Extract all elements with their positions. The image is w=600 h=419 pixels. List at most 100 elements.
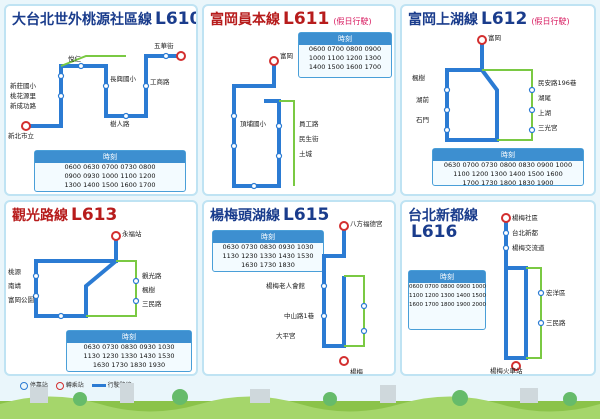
timetable-row: 0630 0730 0830 0930 1030 xyxy=(83,343,175,351)
timetable-l613: 時刻 0630 0730 0830 0930 1030 1130 1230 13… xyxy=(66,330,192,372)
route-name-l613: 觀光路線 xyxy=(12,208,68,224)
station-label: 五華街 xyxy=(154,41,174,50)
station-label: 湖尾 xyxy=(538,93,552,102)
timetable-row: 0900 0930 1000 1100 1200 xyxy=(64,172,156,180)
timetable-l610: 時刻 0600 0630 0700 0730 0800 0900 0930 10… xyxy=(34,150,186,192)
station-label: 三民路 xyxy=(546,318,566,327)
route-map-l612: 富岡 楓樹 湖前 石門 民安路196巷 湖尾 上湖 三光宮 xyxy=(412,33,577,142)
timetable-row: 1600 1700 1800 1900 2000 xyxy=(409,302,486,308)
legend-route-label: 行駛路線 xyxy=(107,382,132,389)
route-name-l616: 台北新都線 xyxy=(408,208,478,224)
route-name-l611: 富岡員本線 xyxy=(210,12,280,28)
timetable-header: 時刻 xyxy=(433,149,583,161)
timetable-header: 時刻 xyxy=(67,331,191,343)
station-label: 員工路 xyxy=(299,119,319,128)
station-label: 楓樹 xyxy=(142,285,156,294)
station-label: 大平宮 xyxy=(276,331,296,340)
route-name-l615: 楊梅頭湖線 xyxy=(210,208,280,224)
legend: 停靠站 轉乘站 行駛路線 xyxy=(20,380,132,390)
route-code-l615: L615 xyxy=(283,205,330,225)
station-label: 南靖 xyxy=(8,281,22,290)
timetable-row: 1300 1400 1500 1600 1700 xyxy=(64,181,156,189)
station-label: 湖前 xyxy=(416,95,430,104)
timetable-l615: 時刻 0630 0730 0830 0930 1030 1130 1230 13… xyxy=(212,230,324,272)
timetable-row: 1630 1730 1830 xyxy=(241,261,295,269)
station-label: 楊梅 xyxy=(350,367,364,376)
timetable-header: 時刻 xyxy=(35,151,185,163)
station-label: 工商路 xyxy=(150,77,170,86)
route-code-l611: L611 xyxy=(283,9,330,29)
route-name-l612: 富岡上湖線 xyxy=(408,12,478,28)
station-label: 新莊國小 xyxy=(10,81,37,90)
station-label: 富岡公園 xyxy=(8,295,34,304)
timetable-header: 時刻 xyxy=(213,231,323,243)
route-code-l612: L612 xyxy=(481,9,528,29)
route-name-l610: 大台北世外桃源社區線 xyxy=(12,12,152,28)
route-code-l610: L610 xyxy=(155,9,198,29)
legend-transfer-label: 轉乘站 xyxy=(65,382,84,389)
timetable-row: 1000 1100 1200 1300 xyxy=(308,54,382,62)
timetable-l612: 時刻 0630 0700 0730 0800 0830 0900 1000 11… xyxy=(432,148,584,187)
route-code-wrapper-l616: L616 xyxy=(408,222,457,242)
timetable-row: 0600 0700 0800 0900 xyxy=(308,45,382,53)
station-label: 新成功路 xyxy=(10,101,37,110)
timetable-row: 1130 1230 1330 1430 1530 xyxy=(83,352,175,360)
route-map-l615: 八方福德宮 楊梅老人會館 中山路1巷 大平宮 楊梅 xyxy=(266,219,383,376)
station-label: 楓樹 xyxy=(412,73,426,82)
ground-decoration xyxy=(0,383,600,419)
legend-stop-label: 停靠站 xyxy=(29,382,48,389)
station-label: 八方福德宮 xyxy=(350,219,383,228)
station-label: 桃花源里 xyxy=(10,91,37,100)
timetable-row: 0600 0700 0800 0900 1000 xyxy=(409,284,486,290)
legend-stop-icon xyxy=(20,381,28,390)
timetable-row: 1700 1730 1800 1830 1900 xyxy=(462,179,554,187)
route-map-l611: 富岡 頂埔國小 員工路 民生街 土城 xyxy=(230,51,319,190)
station-label: 民安路196巷 xyxy=(538,78,577,87)
legend-transfer-icon xyxy=(55,381,64,390)
station-label: 中山路1巷 xyxy=(284,311,315,320)
station-label: 樹人路 xyxy=(110,119,130,128)
timetable-row: 1400 1500 1600 1700 xyxy=(308,63,382,71)
station-label: 台北新都 xyxy=(512,228,539,237)
timetable-row: 1630 1730 1830 1930 xyxy=(92,361,166,369)
timetable-header: 時刻 xyxy=(299,33,391,45)
station-label: 悅仁 xyxy=(68,54,82,63)
station-label: 富岡 xyxy=(280,51,293,60)
station-label: 宏洋區 xyxy=(546,288,566,297)
legend-route-icon xyxy=(91,384,106,387)
route-sub-l611: (假日行駛) xyxy=(333,17,372,26)
timetable-row: 1100 1200 1300 1400 1500 xyxy=(409,293,486,299)
timetable-row: 0600 0630 0700 0730 0800 xyxy=(64,163,156,171)
route-title-l616: 台北新都線 xyxy=(408,205,478,225)
timetable-l616: 時刻 0600 0700 0800 0900 1000 1100 1200 13… xyxy=(408,270,486,330)
station-label: 民生街 xyxy=(299,134,319,143)
station-label: 三民路 xyxy=(142,299,162,308)
station-label: 永福站 xyxy=(122,229,142,238)
station-label: 觀光路 xyxy=(142,271,162,280)
station-label: 石門 xyxy=(416,116,429,124)
station-label: 土城 xyxy=(299,149,313,158)
station-label: 富岡 xyxy=(488,33,501,42)
station-label: 楊梅老人會館 xyxy=(266,281,306,290)
timetable-header: 時刻 xyxy=(409,271,485,283)
station-label: 長興國小 xyxy=(110,74,137,83)
route-map-l616: 楊梅社區 台北新都 楊梅交流道 宏洋區 三民路 楊梅火車站 xyxy=(490,213,566,374)
station-label: 楊梅社區 xyxy=(512,213,539,222)
station-label: 新北市立 xyxy=(8,131,35,140)
timetable-l611: 時刻 0600 0700 0800 0900 1000 1100 1200 13… xyxy=(298,32,392,78)
route-code-l616: L616 xyxy=(411,222,458,242)
station-label: 上湖 xyxy=(538,108,552,117)
timetable-row: 0630 0700 0730 0800 0830 0900 1000 xyxy=(443,161,573,169)
panel-l616: 台北新都線 L616 時刻 0600 0700 0800 0900 1000 1… xyxy=(400,200,596,376)
route-map-l610: 新北市立 新莊國小 桃花源里 新成功路 悅仁 長興國小 樹人路 工商路 五華街 xyxy=(8,41,186,140)
timetable-row: 0630 0730 0830 0930 1030 xyxy=(222,243,314,251)
